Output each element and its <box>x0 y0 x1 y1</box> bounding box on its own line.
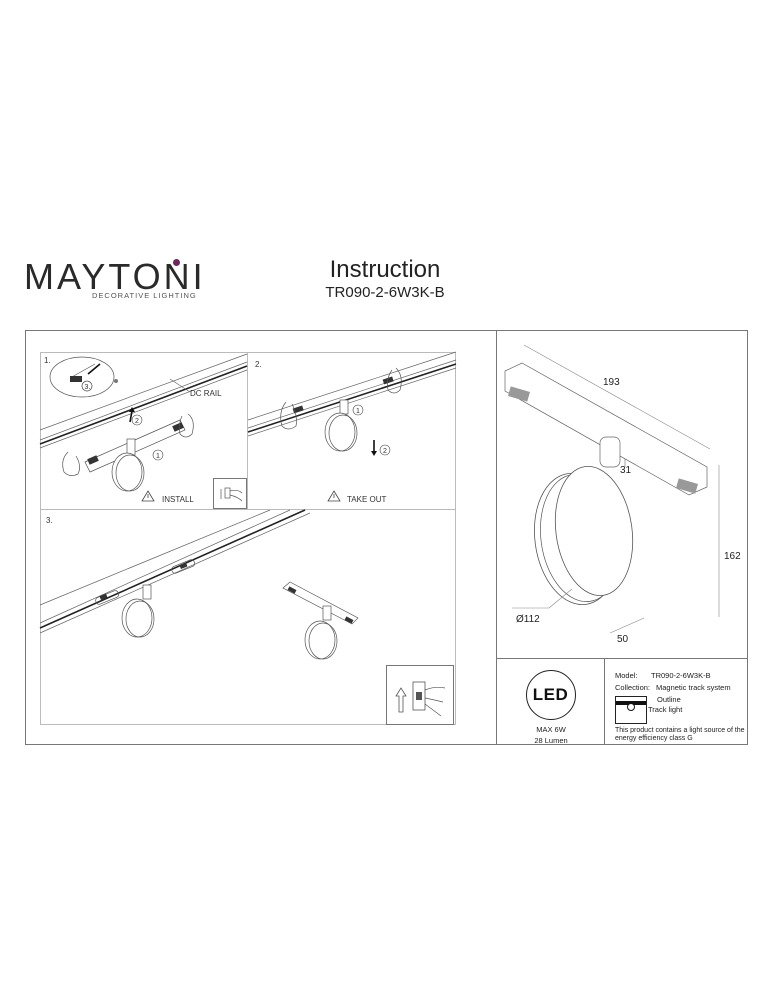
instruction-frame <box>25 330 748 745</box>
led-badge: LED <box>526 670 576 720</box>
steps-divider <box>40 509 456 510</box>
collection-value: Magnetic track system <box>656 683 731 692</box>
energy-note-line-2: energy efficiency class G <box>615 735 693 742</box>
collection-label: Collection: <box>615 683 651 692</box>
document-title: Instruction <box>329 256 441 283</box>
dimension-length: 193 <box>603 377 620 388</box>
step-2-illustration: 1 2 <box>247 351 457 456</box>
warning-triangle-icon <box>141 490 155 502</box>
svg-text:2: 2 <box>383 448 387 455</box>
hand-switch-icon <box>395 681 446 717</box>
svg-text:1: 1 <box>156 453 160 460</box>
svg-text:1: 1 <box>356 408 360 415</box>
max-power: MAX 6W <box>536 725 566 734</box>
step-3-number: 3. <box>46 516 53 525</box>
model-value: TR090-2-6W3K-B <box>651 671 711 680</box>
product-type: Track light <box>648 705 683 714</box>
model-code: TR090-2-6W3K-B <box>325 284 445 301</box>
info-column-divider <box>604 658 605 745</box>
step-1-illustration: 3. 2 1 <box>39 353 248 492</box>
step-2-caption: TAKE OUT <box>347 495 387 504</box>
brand-wordmark: MAYTONI <box>24 256 206 297</box>
step-1-caption: INSTALL <box>162 495 194 504</box>
model-label: Model: <box>615 671 638 680</box>
dimension-diameter: Ø112 <box>516 614 540 625</box>
warning-triangle-icon <box>327 490 341 502</box>
step-3-illustration <box>39 509 359 660</box>
dimension-drawing <box>504 344 720 634</box>
lumen-output: 28 Lumen <box>534 736 568 745</box>
dimension-height: 162 <box>724 551 741 562</box>
plug-in-pictogram <box>213 478 247 509</box>
power-on-pictogram <box>386 665 454 725</box>
steps-divider-vertical <box>247 352 248 509</box>
outline-icon <box>615 696 647 724</box>
brand-tagline: DECORATIVE LIGHTING <box>92 291 197 300</box>
svg-text:2: 2 <box>135 418 139 425</box>
dc-rail-label: DC RAIL <box>190 389 222 398</box>
hand-plug-icon <box>220 487 243 502</box>
document-title-block: Instruction TR090-2-6W3K-B <box>300 256 470 302</box>
step-1-number: 1. <box>44 356 51 365</box>
led-badge-label: LED <box>532 685 569 704</box>
energy-note-line-1: This product contains a light source of … <box>615 727 745 734</box>
dimension-depth: 50 <box>617 634 629 645</box>
brand-logo: MAYTONI <box>24 257 204 307</box>
brand-accent-dot <box>173 259 180 266</box>
outline-label: Outline <box>657 695 681 704</box>
installation-steps-panel <box>40 352 456 725</box>
step-2-number: 2. <box>255 360 262 369</box>
svg-text:3.: 3. <box>85 384 91 391</box>
info-divider <box>496 658 748 659</box>
frame-divider <box>496 330 497 745</box>
dimension-stem: 31 <box>620 465 632 476</box>
